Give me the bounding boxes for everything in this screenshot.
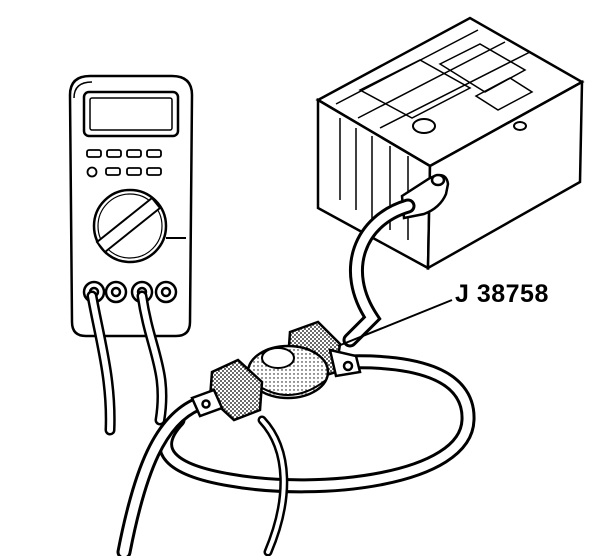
selector-dial: [92, 188, 186, 264]
multimeter-leads: [86, 290, 168, 436]
lower-cables: [116, 396, 289, 556]
input-jacks: [82, 280, 178, 304]
test-lead-clamp-left: [190, 358, 264, 422]
multimeter-buttons: [86, 149, 162, 178]
tool-callout-label: J 38758: [455, 280, 549, 308]
multimeter: [68, 74, 194, 338]
tester-assembly: [190, 320, 362, 422]
callout-leader: [337, 299, 453, 347]
tester-module: [246, 344, 330, 400]
battery: [315, 16, 585, 271]
battery-cable: [342, 198, 416, 348]
loop-cable: [158, 354, 476, 494]
battery-side: [426, 79, 584, 271]
multimeter-display: [82, 90, 180, 138]
